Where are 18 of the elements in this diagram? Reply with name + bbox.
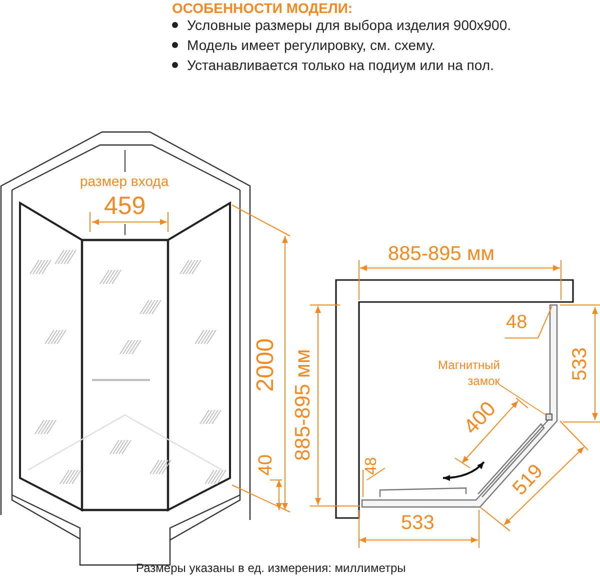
heading: ОСОБЕННОСТИ МОДЕЛИ: xyxy=(172,1,353,15)
list-item: Модель имеет регулировку, см. схему. xyxy=(187,37,436,53)
list-item: Условные размеры для выбора изделия 900х900. xyxy=(187,17,512,33)
dimension-label: 533 xyxy=(570,347,590,381)
dimension-label: 48 xyxy=(506,313,528,332)
dimension-label: 40 xyxy=(256,454,276,476)
leader-line xyxy=(500,384,546,416)
dimension-label: 519 xyxy=(509,460,547,500)
list-item: Устанавливается только на подиум или на пол. xyxy=(187,57,494,73)
callout-label: Магнитный замок xyxy=(410,357,500,389)
lock-symbol xyxy=(546,414,552,420)
dimension-label: 2000 xyxy=(254,338,278,392)
dimension-label: 885-895 мм xyxy=(388,244,494,264)
dimension-label: 400 xyxy=(460,398,500,438)
caption: Размеры указаны в ед. измерения: миллиметры xyxy=(136,562,406,574)
dimension-label: 533 xyxy=(401,513,434,533)
dimension-label: 885-895 мм xyxy=(292,349,314,461)
dimension-label: 48 xyxy=(364,457,380,475)
